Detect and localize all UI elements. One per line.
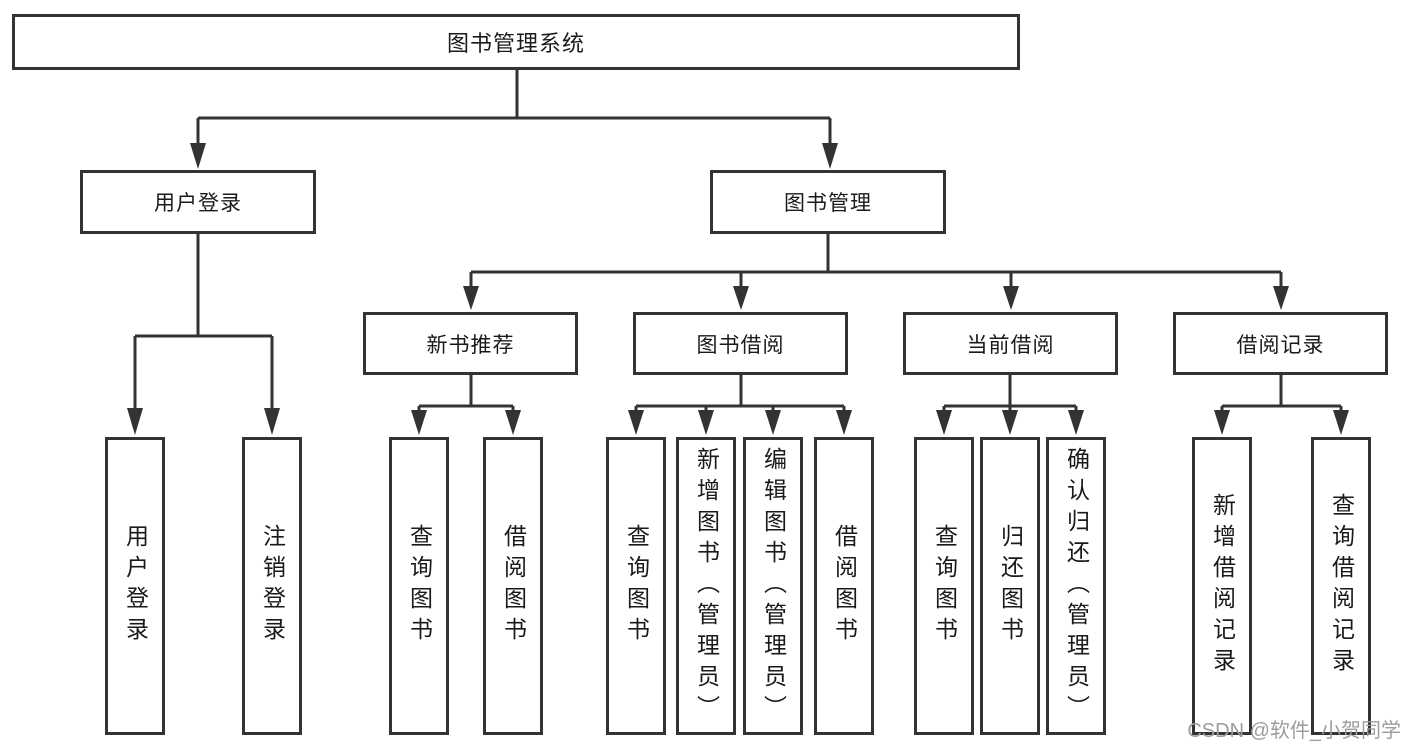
node-label: 编辑图书（管理员） — [760, 446, 787, 726]
node-user-login: 用户登录 — [80, 170, 316, 234]
node-current-borrowing: 当前借阅 — [903, 312, 1118, 375]
node-label: 注销登录 — [259, 524, 286, 648]
node-label: 图书借阅 — [696, 333, 785, 357]
leaf-logout: 注销登录 — [242, 437, 302, 735]
node-label: 借阅图书 — [500, 524, 527, 648]
node-label: 确认归还（管理员） — [1063, 446, 1090, 726]
node-label: 当前借阅 — [966, 333, 1055, 357]
leaf-borrow-books: 借阅图书 — [483, 437, 543, 735]
node-label: 新书推荐 — [426, 333, 515, 357]
leaf-add-books-admin: 新增图书（管理员） — [676, 437, 736, 735]
node-label: 用户登录 — [154, 192, 242, 215]
leaf-edit-books-admin: 编辑图书（管理员） — [743, 437, 803, 735]
leaf-user-login: 用户登录 — [105, 437, 165, 735]
leaf-add-borrow-record: 新增借阅记录 — [1192, 437, 1252, 735]
node-label: 用户登录 — [122, 524, 149, 648]
node-label: 查询图书 — [931, 524, 958, 648]
node-borrowing-records: 借阅记录 — [1173, 312, 1388, 375]
node-book-borrowing: 图书借阅 — [633, 312, 848, 375]
node-label: 借阅图书 — [831, 524, 858, 648]
leaf-confirm-return-admin: 确认归还（管理员） — [1046, 437, 1106, 735]
leaf-query-books: 查询图书 — [389, 437, 449, 735]
node-new-book-recommendation: 新书推荐 — [363, 312, 578, 375]
node-label: 图书管理系统 — [446, 31, 585, 56]
leaf-query-books: 查询图书 — [914, 437, 974, 735]
leaf-query-books: 查询图书 — [606, 437, 666, 735]
leaf-query-borrow-record: 查询借阅记录 — [1311, 437, 1371, 735]
node-library-management-system: 图书管理系统 — [12, 14, 1020, 70]
node-label: 归还图书 — [997, 524, 1024, 648]
leaf-borrow-books: 借阅图书 — [814, 437, 874, 735]
node-label: 新增借阅记录 — [1209, 493, 1236, 679]
node-label: 查询图书 — [623, 524, 650, 648]
node-label: 图书管理 — [784, 192, 872, 215]
csdn-watermark: CSDN @软件_小贺同学 — [1187, 720, 1401, 742]
leaf-return-books: 归还图书 — [980, 437, 1040, 735]
node-label: 借阅记录 — [1236, 333, 1325, 357]
node-book-management: 图书管理 — [710, 170, 946, 234]
node-label: 查询图书 — [406, 524, 433, 648]
node-label: 新增图书（管理员） — [693, 446, 720, 726]
node-label: 查询借阅记录 — [1328, 493, 1355, 679]
